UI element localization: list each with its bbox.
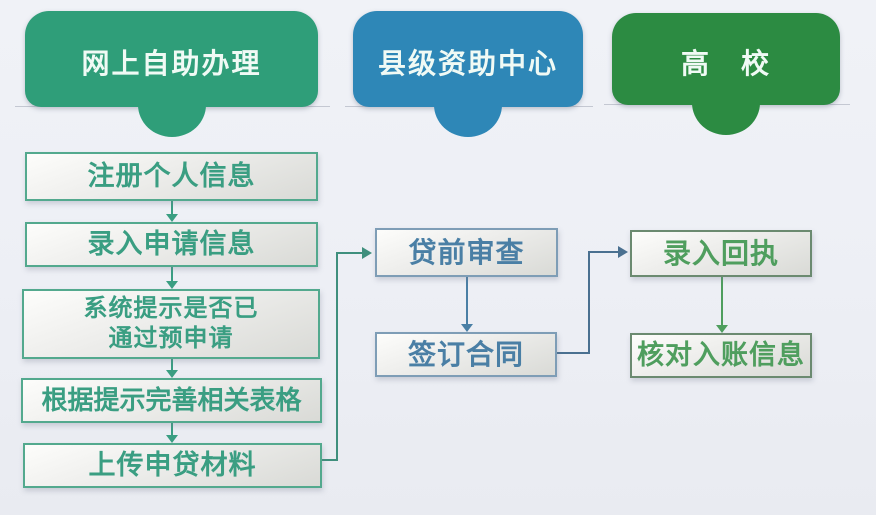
connector-upload-to-review-arrowhead-icon [362,247,372,259]
box-complete-related-forms: 根据提示完善相关表格 [21,378,322,423]
box-verify-deposit-info: 核对入账信息 [630,333,812,378]
down-arrow-icon [163,359,180,378]
box-enter-application-info: 录入申请信息 [25,222,318,267]
connector-contract-to-receipt-segment [557,352,590,354]
down-arrow-icon [713,277,730,333]
box-verify-deposit-info-label: 核对入账信息 [637,339,805,370]
header-online-self-service: 网上自助办理 [25,11,318,107]
box-preloan-review: 贷前审查 [375,228,558,277]
box-enter-application-info-label: 录入申请信息 [87,228,256,259]
box-preloan-review-label: 贷前审查 [408,237,525,268]
header-online-self-service-label: 网上自助办理 [81,48,262,79]
header-university-label: 高 校 [680,48,771,79]
box-complete-related-forms-label: 根据提示完善相关表格 [41,385,302,416]
box-upload-loan-materials-label: 上传申贷材料 [88,449,257,480]
box-system-prompt-line2: 通过预申请 [108,325,234,352]
down-arrow-icon [458,277,475,332]
connector-upload-to-review-segment [322,459,338,461]
box-sign-contract-label: 签订合同 [407,339,524,370]
header-county-aid-center: 县级资助中心 [353,11,583,107]
connector-contract-to-receipt-segment [588,251,590,354]
box-register-personal-info-label: 注册个人信息 [87,160,256,191]
connector-upload-to-review-segment [336,252,364,254]
header-university: 高 校 [612,13,840,105]
box-enter-receipt-label: 录入回执 [662,238,779,269]
header-county-aid-center-label: 县级资助中心 [377,48,558,79]
connector-contract-to-receipt-arrowhead-icon [618,246,628,258]
box-enter-receipt: 录入回执 [630,230,812,277]
box-system-prompt-preapplication: 系统提示是否已 通过预申请 [22,289,320,359]
down-arrow-icon [163,267,180,289]
down-arrow-icon [163,423,180,443]
connector-upload-to-review-segment [336,252,338,461]
box-upload-loan-materials: 上传申贷材料 [23,443,322,488]
box-register-personal-info: 注册个人信息 [25,152,318,201]
box-sign-contract: 签订合同 [375,332,557,377]
connector-contract-to-receipt-segment [588,251,620,253]
down-arrow-icon [163,201,180,222]
box-system-prompt-line1: 系统提示是否已 [83,295,259,322]
